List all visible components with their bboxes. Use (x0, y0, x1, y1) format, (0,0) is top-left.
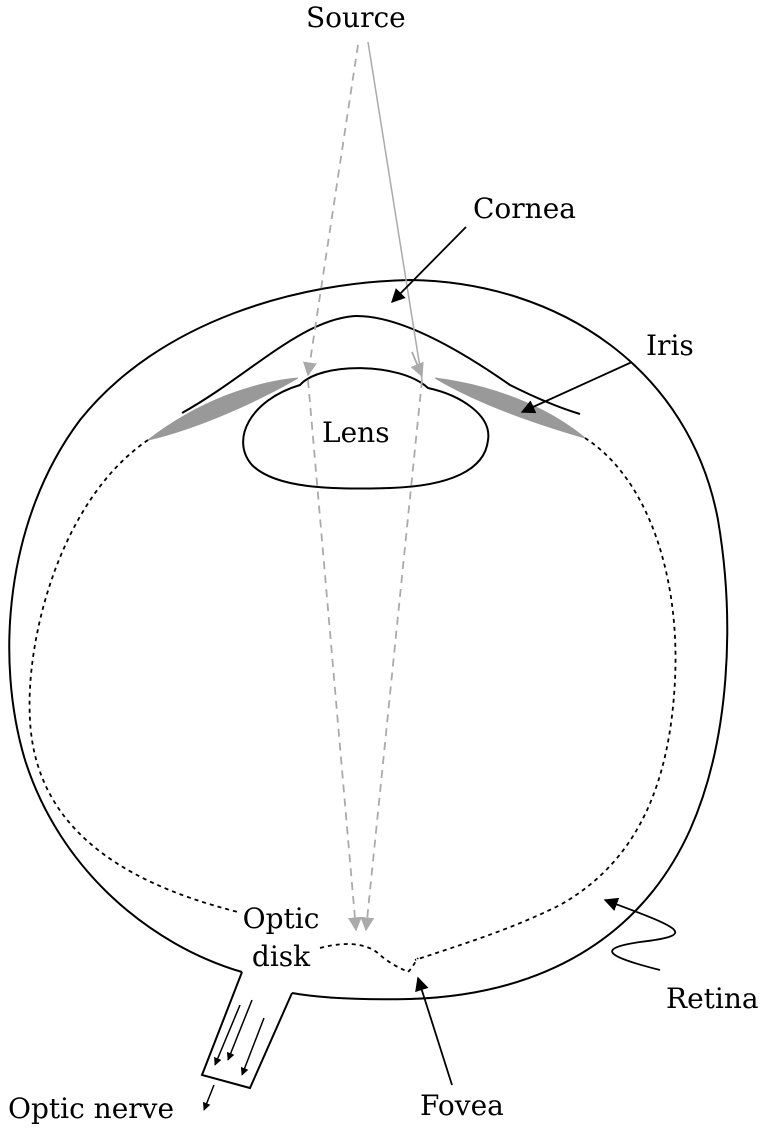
lens-label: Lens (322, 416, 390, 449)
iris-left (147, 377, 299, 441)
light-ray-solid (367, 41, 423, 381)
cornea-inner-curve (181, 314, 581, 415)
retina-dotted (414, 437, 677, 961)
retina-fovea-dip (319, 943, 419, 974)
fovea-label: Fovea (420, 1089, 504, 1122)
retina-pointer (603, 897, 677, 971)
light-ray-dashed (410, 351, 424, 378)
eyeball-outline (8, 278, 729, 1001)
nerve-fiber-arrow (226, 999, 253, 1061)
cornea-label: Cornea (473, 192, 576, 225)
lens-outline (242, 367, 490, 490)
light-ray-dashed (302, 44, 359, 377)
iris-pointer (520, 361, 633, 414)
optic-disk-label-line1: Optic (242, 902, 320, 935)
iris-label: Iris (646, 329, 694, 362)
optic-nerve-label: Optic nerve (8, 1092, 175, 1125)
light-ray-dashed (360, 379, 423, 932)
nerve-fiber-arrow (214, 1004, 241, 1066)
cornea-pointer (391, 226, 467, 303)
optic-nerve (200, 971, 293, 1090)
fovea-pointer (415, 976, 453, 1086)
optic-nerve-label-arrow (202, 1084, 215, 1111)
retina-label: Retina (666, 982, 759, 1015)
source-label: Source (306, 1, 406, 34)
optic-disk-label-line2: disk (251, 940, 311, 973)
retina-dotted (28, 439, 239, 913)
nerve-fiber-arrow (240, 1017, 265, 1076)
light-ray-dashed (307, 379, 362, 932)
